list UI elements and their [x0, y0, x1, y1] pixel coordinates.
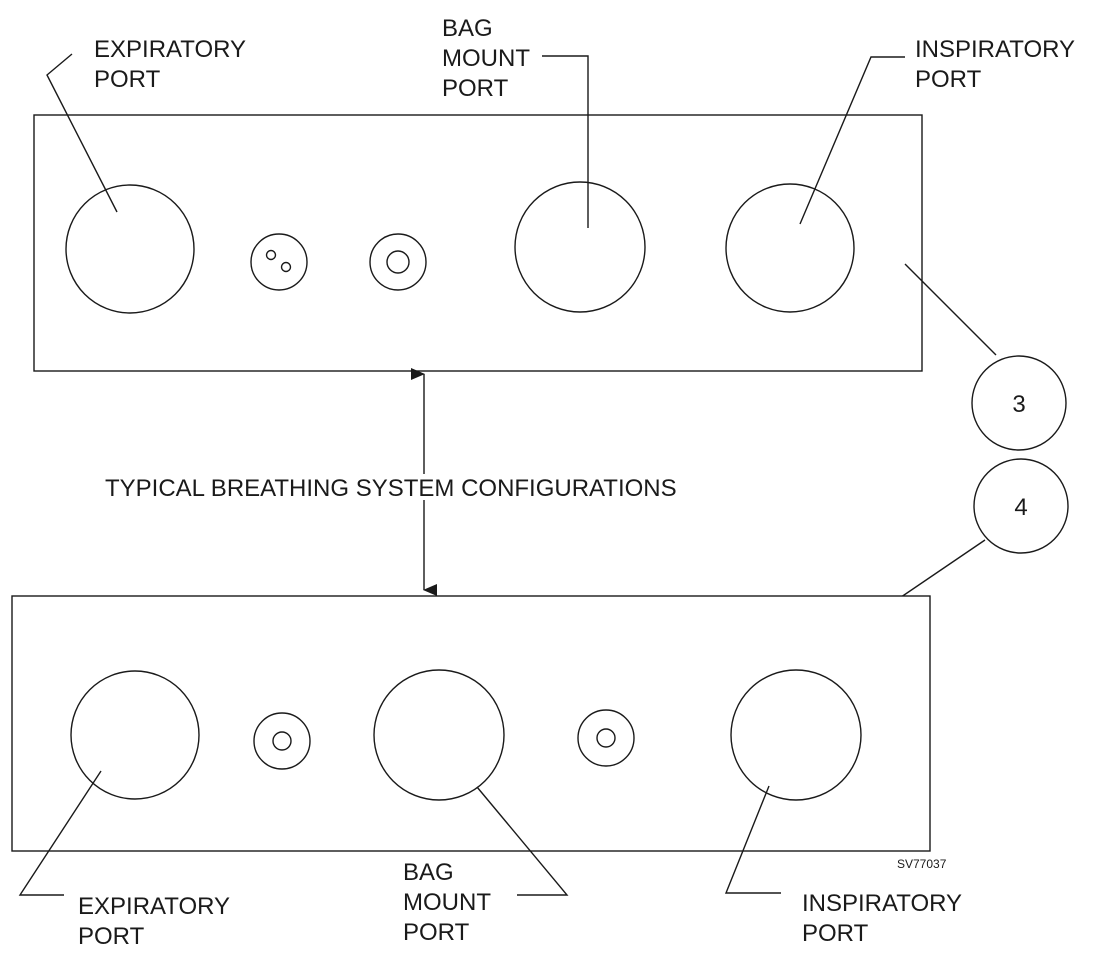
bottom-bag-mount-port	[373, 669, 505, 801]
callout-3-number: 3	[1012, 391, 1025, 418]
center-caption: TYPICAL BREATHING SYSTEM CONFIGURATIONS	[105, 475, 677, 502]
top-expiratory-port	[65, 184, 195, 314]
figure-id: SV77037	[897, 857, 947, 871]
bottom-bag-mount-leader	[476, 786, 569, 896]
bottom-inspiratory-port	[730, 669, 862, 801]
top-bag-mount-leader	[542, 55, 589, 228]
callout-4-bubble	[973, 458, 1069, 554]
top-inspiratory-leader	[799, 56, 905, 225]
top-inspiratory-label: INSPIRATORY PORT	[915, 36, 1081, 93]
top-bag-mount-label: BAG MOUNT PORT	[442, 15, 536, 102]
bottom-inspiratory-label: INSPIRATORY PORT	[802, 890, 968, 947]
bottom-panel	[11, 595, 931, 852]
bottom-bag-mount-label: BAG MOUNT PORT	[403, 859, 497, 946]
bottom-small-port-fitting-right	[577, 709, 635, 767]
callout-3-leader	[904, 263, 997, 356]
callout-4-number: 4	[1014, 494, 1027, 521]
top-bag-mount-port	[514, 181, 646, 313]
top-expiratory-label: EXPIRATORY PORT	[94, 36, 252, 93]
bottom-small-port-fitting-left	[253, 712, 311, 770]
bottom-expiratory-label: EXPIRATORY PORT	[78, 893, 236, 950]
top-inspiratory-port	[725, 183, 855, 313]
bottom-expiratory-port	[70, 670, 200, 800]
callout-3-bubble	[971, 355, 1067, 451]
bottom-inspiratory-leader	[724, 785, 781, 894]
top-dual-hole-fitting	[250, 233, 308, 291]
bottom-expiratory-leader	[18, 770, 102, 896]
top-expiratory-leader	[46, 53, 118, 213]
top-small-port-fitting	[369, 233, 427, 291]
top-panel	[33, 114, 923, 372]
